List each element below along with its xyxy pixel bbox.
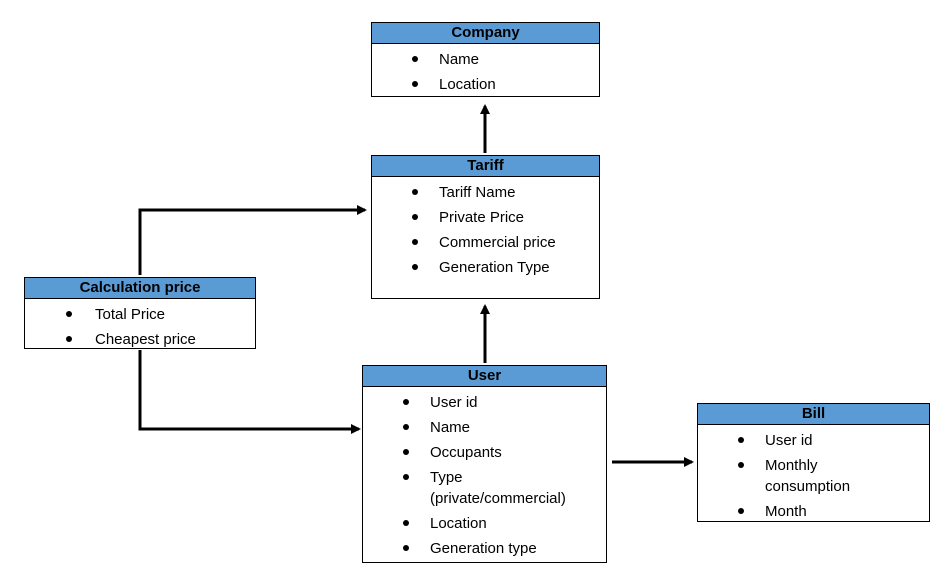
field-item: Type (private/commercial) — [363, 465, 606, 511]
field-item: Name — [363, 415, 606, 440]
bullet-icon — [66, 311, 72, 317]
bullet-icon — [738, 508, 744, 514]
field-item: Generation type — [363, 536, 606, 561]
bullet-icon — [403, 449, 409, 455]
field-item: Name — [372, 47, 599, 72]
bullet-icon — [412, 214, 418, 220]
field-label: Location — [439, 76, 496, 93]
field-item: Generation Type — [372, 255, 599, 280]
field-label: Tariff Name — [439, 184, 516, 201]
bullet-icon — [403, 520, 409, 526]
field-label: Generation type — [430, 540, 537, 557]
entity-fields: Tariff Name Private Price Commercial pri… — [372, 177, 599, 280]
field-item: Cheapest price — [25, 327, 255, 352]
field-item: Month — [698, 499, 929, 524]
entity-title: Tariff — [372, 156, 599, 177]
bullet-icon — [412, 189, 418, 195]
bullet-icon — [403, 545, 409, 551]
field-item: Tariff Name — [372, 180, 599, 205]
bullet-icon — [738, 437, 744, 443]
tariff-entity: Tariff Tariff Name Private Price Commerc… — [371, 155, 600, 299]
field-item: Location — [363, 511, 606, 536]
field-label: Occupants — [430, 444, 502, 461]
field-item: Commercial price — [372, 230, 599, 255]
arrow-calculation-to-tariff — [138, 205, 367, 275]
bullet-icon — [412, 56, 418, 62]
entity-fields: Total Price Cheapest price — [25, 299, 255, 352]
user-entity: User User id Name Occupants Type (privat… — [362, 365, 607, 563]
bullet-icon — [66, 336, 72, 342]
field-label: Commercial price — [439, 234, 556, 251]
bullet-icon — [412, 81, 418, 87]
field-item: Private Price — [372, 205, 599, 230]
field-label: Total Price — [95, 306, 166, 323]
entity-title: Calculation price — [25, 278, 255, 299]
field-label: Type (private/commercial) — [430, 469, 566, 507]
field-label: User id — [765, 432, 813, 449]
field-label: Cheapest price — [95, 331, 196, 348]
company-entity: Company Name Location — [371, 22, 600, 97]
bullet-icon — [412, 264, 418, 270]
field-item: User id — [363, 390, 606, 415]
bullet-icon — [403, 399, 409, 405]
entity-fields: Name Location — [372, 44, 599, 97]
field-label: Private Price — [439, 209, 525, 226]
entity-title: User — [363, 366, 606, 387]
bullet-icon — [412, 239, 418, 245]
bullet-icon — [738, 462, 744, 468]
field-item: Total Price — [25, 302, 255, 327]
bullet-icon — [403, 424, 409, 430]
bill-entity: Bill User id Monthly consumption Month — [697, 403, 930, 522]
arrow-calculation-to-user — [138, 350, 361, 434]
field-item: User id — [698, 428, 929, 453]
field-item: Location — [372, 72, 599, 97]
field-label: Month — [765, 503, 807, 520]
field-label: Name — [430, 419, 471, 436]
field-label: Generation Type — [439, 259, 550, 276]
entity-title: Company — [372, 23, 599, 44]
calculation-price-entity: Calculation price Total Price Cheapest p… — [24, 277, 256, 349]
field-item: Monthly consumption — [698, 453, 929, 499]
bullet-icon — [403, 474, 409, 480]
field-label: Name — [439, 51, 480, 68]
field-label: Location — [430, 515, 487, 532]
field-item: Occupants — [363, 440, 606, 465]
field-label: User id — [430, 394, 478, 411]
entity-title: Bill — [698, 404, 929, 425]
entity-fields: User id Monthly consumption Month — [698, 425, 929, 524]
entity-fields: User id Name Occupants Type (private/com… — [363, 387, 606, 561]
field-label: Monthly consumption — [765, 457, 851, 495]
